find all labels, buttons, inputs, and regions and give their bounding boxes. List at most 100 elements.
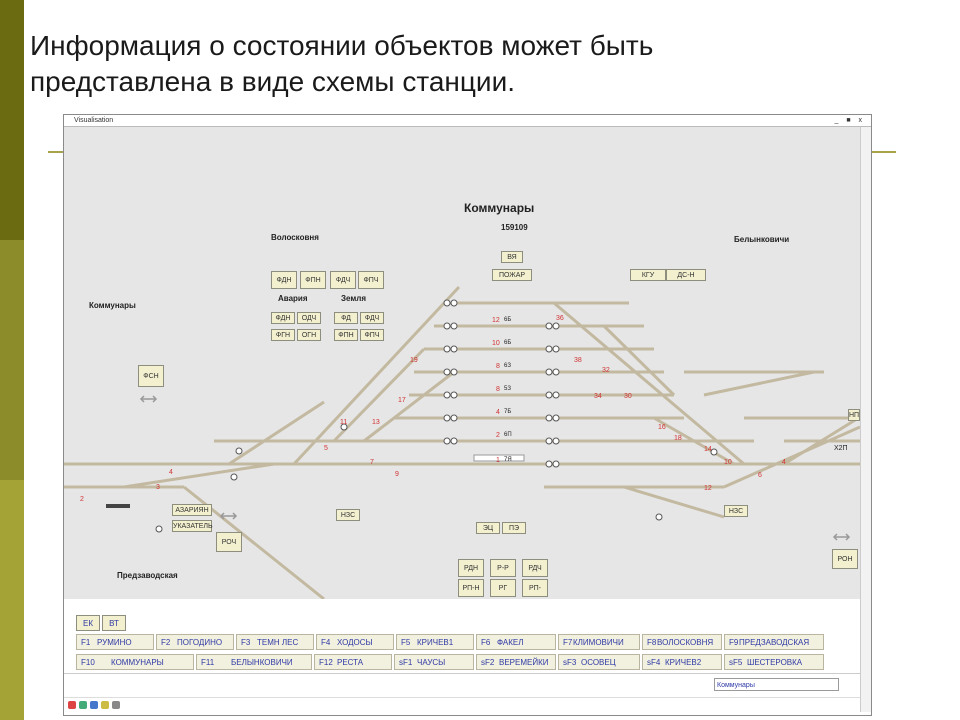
track-number: 14: [704, 446, 712, 453]
app-icon-5[interactable]: [112, 701, 120, 709]
track-number: 10: [724, 459, 732, 466]
function-key-code: sF2: [481, 658, 495, 667]
track-number: 12: [492, 317, 500, 324]
tab-ek[interactable]: ЕК: [76, 615, 100, 631]
function-key-code: F12: [319, 658, 333, 667]
track-code: 7Я: [504, 457, 512, 463]
function-key-station: КОММУНАРЫ: [111, 658, 164, 667]
button-ogn[interactable]: ОГН: [297, 329, 321, 341]
status-bar: Коммунары: [64, 673, 860, 696]
function-key-station: РУМИНО: [97, 638, 132, 647]
track-number: 11: [340, 419, 348, 426]
button-fpn[interactable]: ФПН: [300, 271, 326, 289]
button-ukazatel[interactable]: УКАЗАТЕЛЬ: [172, 520, 213, 532]
track-diagram: [64, 285, 860, 599]
slide-title-line2: представлена в виде схемы станции.: [30, 66, 515, 97]
button-rpch2[interactable]: РП-: [522, 579, 548, 597]
button-ron[interactable]: РОН: [832, 549, 858, 569]
button-kgu[interactable]: КГУ: [630, 269, 666, 281]
app-icon-1[interactable]: [68, 701, 76, 709]
function-key-station: ТЕМН ЛЕС: [257, 638, 299, 647]
window-titlebar: Visualisation _ ■ x: [64, 115, 871, 127]
station-name: Коммунары: [464, 201, 535, 215]
button-nzs2[interactable]: НЗС: [724, 505, 748, 517]
button-fdch[interactable]: ФДЧ: [330, 271, 356, 289]
track-number: 2: [496, 432, 500, 439]
function-key-code: F8: [647, 638, 657, 647]
function-key-station: КЛИМОВИЧИ: [573, 638, 624, 647]
window-controls[interactable]: _ ■ x: [834, 117, 865, 124]
button-rpch[interactable]: РОЧ: [216, 532, 242, 552]
button-rdn[interactable]: РДН: [458, 559, 484, 577]
button-fpn2[interactable]: ФПН: [334, 329, 358, 341]
button-rg[interactable]: РГ: [490, 579, 516, 597]
button-vya[interactable]: ВЯ: [501, 251, 523, 263]
track-code: 6З: [504, 363, 511, 369]
function-key-station: КРИЧЕВ1: [417, 638, 454, 647]
button-fdn2[interactable]: ФДН: [271, 312, 295, 324]
button-rpn[interactable]: РП-Н: [458, 579, 484, 597]
function-key-station: ШЕСТЕРОВКА: [747, 658, 803, 667]
vertical-scrollbar[interactable]: [860, 127, 871, 712]
track-number: 2: [80, 496, 84, 503]
app-icon-4[interactable]: [101, 701, 109, 709]
button-fsn[interactable]: ФСН: [138, 365, 164, 387]
function-key-station: ЧАУСЫ: [417, 658, 446, 667]
function-key-station: ВОЛОСКОВНЯ: [657, 638, 714, 647]
button-nzs[interactable]: НЗС: [336, 509, 360, 521]
track-code: 5З: [504, 386, 511, 392]
button-rdch[interactable]: РДЧ: [522, 559, 548, 577]
app-icon-3[interactable]: [90, 701, 98, 709]
current-station-field[interactable]: Коммунары: [714, 678, 839, 691]
button-fpch2[interactable]: ФПЧ: [360, 329, 384, 341]
track-number: 3: [156, 484, 160, 491]
button-fgn[interactable]: ФГН: [271, 329, 295, 341]
tab-vt[interactable]: ВТ: [102, 615, 126, 631]
button-fpch[interactable]: ФПЧ: [358, 271, 384, 289]
function-key-station: БЕЛЫНКОВИЧИ: [231, 658, 293, 667]
button-azarian[interactable]: АЗАРИЯН: [172, 504, 212, 516]
track-code: 6Б: [504, 340, 512, 346]
button-ezts[interactable]: ЭЦ: [476, 522, 500, 534]
button-odch[interactable]: ОДЧ: [297, 312, 321, 324]
track-number: 19: [410, 357, 418, 364]
button-np[interactable]: НП: [848, 409, 860, 421]
button-dsn[interactable]: ДС-Н: [666, 269, 706, 281]
track-number: 12: [704, 485, 712, 492]
scheme-horizontal-scroll[interactable]: [64, 599, 860, 605]
track-number: 9: [395, 471, 399, 478]
button-pe[interactable]: ПЭ: [502, 522, 526, 534]
slide-strip-light: [0, 480, 24, 720]
button-fd[interactable]: ФД: [334, 312, 358, 324]
function-key-code: sF1: [399, 658, 413, 667]
app-icon-2[interactable]: [79, 701, 87, 709]
label-predzavodskaya: Предзаводская: [117, 571, 178, 580]
button-fdch2[interactable]: ФДЧ: [360, 312, 384, 324]
button-rp[interactable]: Р-Р: [490, 559, 516, 577]
function-key-sf1[interactable]: sF1 ЧАУСЫ: [394, 654, 474, 670]
track-number: 5: [324, 445, 328, 452]
function-key-f11[interactable]: F11 БЕЛЫНКОВИЧИ: [196, 654, 312, 670]
function-key-code: F9: [729, 638, 739, 647]
function-key-station: ХОДОСЫ: [337, 638, 373, 647]
function-key-code: F11: [201, 658, 215, 667]
button-pozhar[interactable]: ПОЖАР: [492, 269, 532, 281]
function-key-station: ОСОВЕЦ: [581, 658, 616, 667]
button-fdn[interactable]: ФДН: [271, 271, 297, 289]
track-number: 18: [674, 435, 682, 442]
